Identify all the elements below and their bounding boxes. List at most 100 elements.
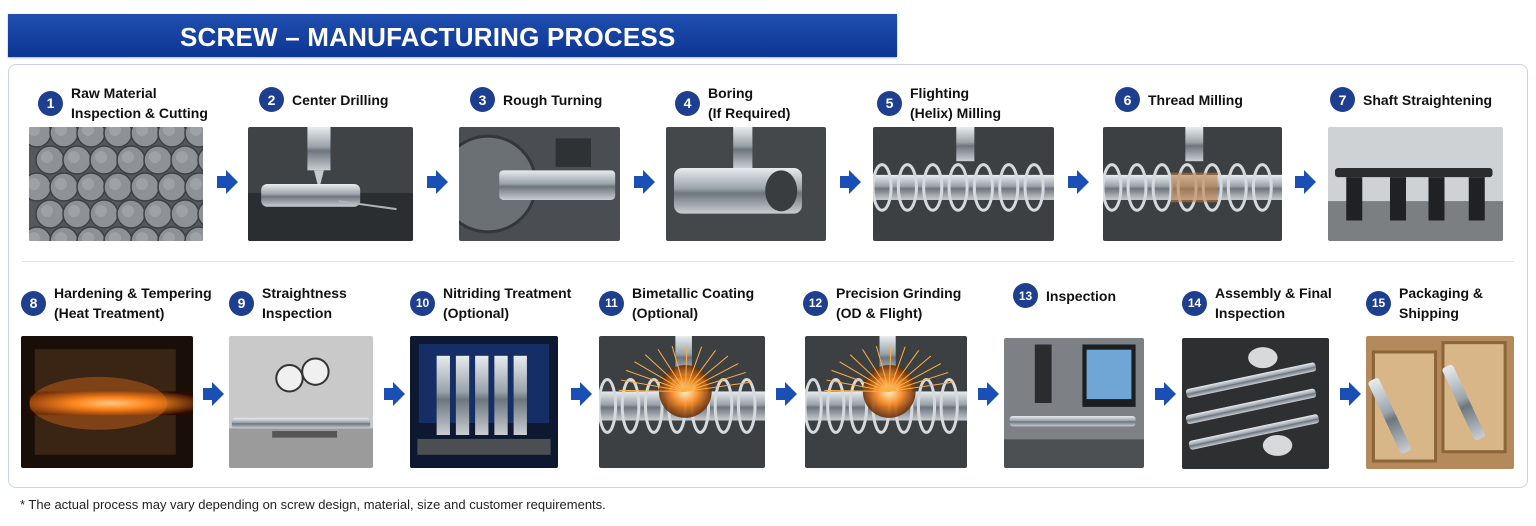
arrow-right-icon: [978, 381, 1000, 407]
step-title: Bimetallic Coating (Optional): [632, 283, 754, 323]
step-title: Thread Milling: [1148, 90, 1243, 110]
step-number-badge: 15: [1366, 290, 1391, 316]
step-photo: [459, 127, 620, 241]
row-divider: [22, 261, 1514, 262]
arrow-right-icon: [384, 381, 406, 407]
step-title: Shaft Straightening: [1363, 90, 1492, 110]
arrow-right-icon: [571, 381, 593, 407]
step-photo: [805, 336, 967, 468]
step-header: 7 Shaft Straightening: [1330, 87, 1492, 112]
step-title: Boring (If Required): [708, 83, 790, 123]
arrow-right-icon: [217, 169, 239, 195]
step-title-line: Inspection: [262, 305, 333, 321]
step-number-badge: 9: [229, 290, 254, 316]
arrow-right-icon: [427, 169, 449, 195]
step-title: Inspection: [1046, 286, 1116, 306]
step-photo: [410, 336, 558, 468]
step-photo: [599, 336, 765, 468]
step-number-badge: 4: [675, 90, 700, 116]
step-header: 4 Boring (If Required): [675, 83, 790, 123]
step-header: 8 Hardening & Tempering (Heat Treatment): [21, 283, 212, 323]
step-number-badge: 1: [38, 90, 63, 116]
step-number-badge: 8: [21, 290, 46, 316]
step-title: Center Drilling: [292, 90, 388, 110]
step-number-badge: 2: [259, 87, 284, 112]
arrow-right-icon: [840, 169, 862, 195]
step-number-badge: 12: [803, 290, 828, 316]
step-title-line: Raw Material: [71, 85, 157, 101]
step-header: 6 Thread Milling: [1115, 87, 1243, 112]
step-title: Packaging &Shipping: [1399, 283, 1483, 323]
title-banner: SCREW – MANUFACTURING PROCESS: [8, 14, 897, 57]
step-photo: [29, 127, 203, 241]
step-title-line: (Optional): [443, 305, 510, 321]
step-title-line: Hardening & Tempering: [54, 285, 212, 301]
step-title-line: Inspection & Cutting: [71, 105, 208, 121]
step-photo: [229, 336, 373, 468]
step-header: 5 Flighting (Helix) Milling: [877, 83, 1001, 123]
arrow-right-icon: [1155, 381, 1177, 407]
step-number-badge: 6: [1115, 87, 1140, 112]
step-title: Precision Grinding (OD & Flight): [836, 283, 961, 323]
footnote: * The actual process may vary depending …: [20, 497, 606, 512]
arrow-right-icon: [1295, 169, 1317, 195]
arrow-right-icon: [1340, 381, 1362, 407]
step-header: 15 Packaging &Shipping: [1366, 283, 1483, 323]
step-title-line: Flighting: [910, 85, 970, 101]
step-title-line: Bimetallic Coating: [632, 285, 755, 301]
step-title: Rough Turning: [503, 90, 602, 110]
step-title-line: Shaft Straightening: [1363, 91, 1493, 108]
step-title-line: Center Drilling: [292, 91, 389, 108]
step-title-line: Assembly & Final: [1215, 285, 1332, 301]
step-photo: [1103, 127, 1282, 241]
step-photo: [873, 127, 1054, 241]
step-header: 13 Inspection: [1013, 283, 1116, 308]
step-number-badge: 7: [1330, 87, 1355, 112]
step-header: 10 Nitriding Treatment (Optional): [410, 283, 571, 323]
step-title-line: (Optional): [632, 305, 699, 321]
step-title-line: (Heat Treatment): [54, 305, 165, 321]
arrow-right-icon: [203, 381, 225, 407]
arrow-right-icon: [776, 381, 798, 407]
step-title-line: Packaging &: [1399, 285, 1484, 301]
page-title: SCREW – MANUFACTURING PROCESS: [180, 22, 676, 52]
step-title-line: Boring: [708, 85, 754, 101]
step-title-line: Thread Milling: [1148, 91, 1243, 108]
step-number-badge: 14: [1182, 290, 1207, 316]
step-title: Hardening & Tempering (Heat Treatment): [54, 283, 212, 323]
step-photo: [248, 127, 413, 241]
step-title-line: (Helix) Milling: [910, 105, 1001, 121]
step-number-badge: 5: [877, 90, 902, 116]
step-title: Nitriding Treatment (Optional): [443, 283, 571, 323]
step-title-line: (OD & Flight): [836, 305, 923, 321]
step-header: 11 Bimetallic Coating (Optional): [599, 283, 754, 323]
step-title-line: Inspection: [1215, 305, 1286, 321]
arrow-right-icon: [1068, 169, 1090, 195]
step-photo: [666, 127, 826, 241]
step-title-line: Nitriding Treatment: [443, 285, 572, 301]
step-photo: [1328, 127, 1503, 241]
step-title-line: Rough Turning: [503, 91, 603, 108]
step-photo: [1004, 338, 1144, 468]
step-photo: [21, 336, 193, 468]
step-title-line: Precision Grinding: [836, 285, 962, 301]
step-number-badge: 11: [599, 290, 624, 316]
step-header: 3 Rough Turning: [470, 87, 602, 112]
arrow-right-icon: [634, 169, 656, 195]
step-title-line: (If Required): [708, 105, 791, 121]
step-title-line: Straightness: [262, 285, 347, 301]
step-header: 2 Center Drilling: [259, 87, 388, 112]
step-number-badge: 3: [470, 87, 495, 112]
step-photo: [1366, 336, 1514, 469]
step-number-badge: 13: [1013, 283, 1038, 308]
step-title-line: Inspection: [1046, 287, 1117, 304]
step-number-badge: 10: [410, 290, 435, 316]
step-title: Flighting (Helix) Milling: [910, 83, 1001, 123]
step-photo: [1182, 338, 1329, 469]
